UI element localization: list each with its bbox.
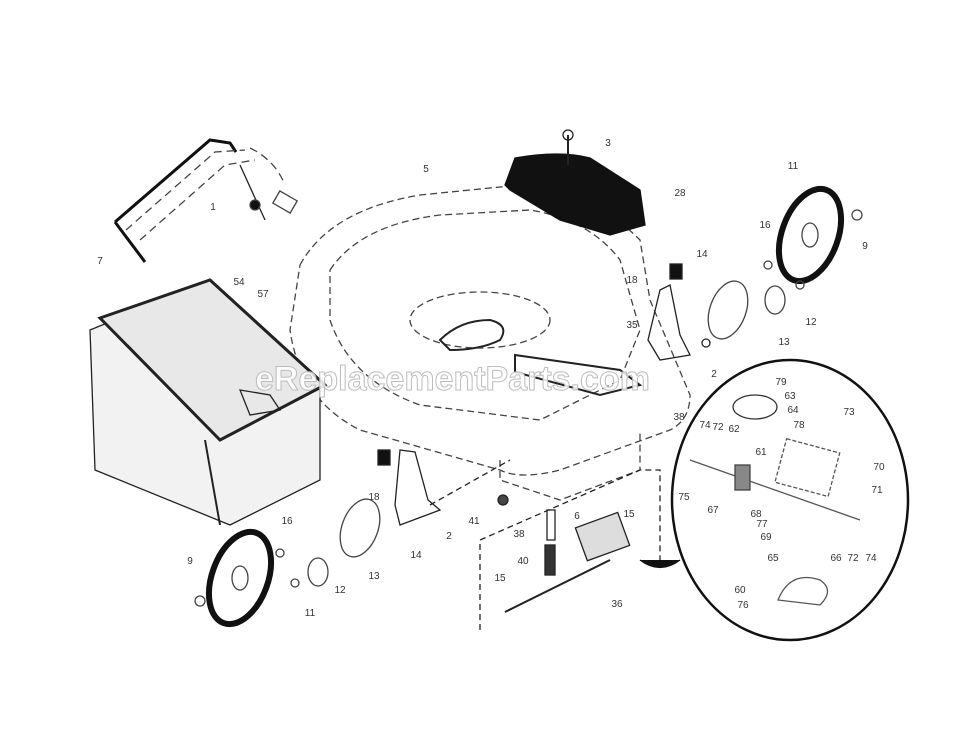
part-callout-14[interactable]: 14 bbox=[696, 249, 708, 260]
part-callout-5[interactable]: 5 bbox=[423, 164, 429, 175]
part-callout-6[interactable]: 6 bbox=[574, 511, 580, 522]
part-callout-38[interactable]: 38 bbox=[513, 529, 525, 540]
part-callout-57[interactable]: 57 bbox=[257, 289, 269, 300]
rear-deflector bbox=[504, 129, 646, 236]
part-callout-15[interactable]: 15 bbox=[494, 573, 506, 584]
part-callout-2[interactable]: 2 bbox=[446, 531, 452, 542]
part-callout-75[interactable]: 75 bbox=[678, 492, 690, 503]
left-wheel bbox=[194, 498, 381, 628]
part-callout-64[interactable]: 64 bbox=[787, 405, 799, 416]
part-callout-1[interactable]: 1 bbox=[210, 202, 216, 213]
part-callout-9[interactable]: 9 bbox=[187, 556, 193, 567]
part-callout-71[interactable]: 71 bbox=[871, 485, 883, 496]
part-callout-74[interactable]: 74 bbox=[865, 553, 877, 564]
part-callout-35[interactable]: 35 bbox=[626, 320, 638, 331]
transmission-detail-inset bbox=[639, 358, 910, 642]
part-callout-70[interactable]: 70 bbox=[873, 462, 885, 473]
part-callout-69[interactable]: 69 bbox=[760, 532, 772, 543]
part-callout-41[interactable]: 41 bbox=[468, 516, 480, 527]
part-callout-38[interactable]: 38 bbox=[673, 412, 685, 423]
part-callout-40[interactable]: 40 bbox=[517, 556, 529, 567]
part-callout-63[interactable]: 63 bbox=[784, 391, 796, 402]
part-callout-3[interactable]: 3 bbox=[605, 138, 611, 149]
grass-bag bbox=[89, 278, 328, 526]
right-wheel bbox=[707, 185, 863, 340]
part-callout-79[interactable]: 79 bbox=[775, 377, 787, 388]
part-callout-28[interactable]: 28 bbox=[674, 188, 686, 199]
part-callout-18[interactable]: 18 bbox=[368, 492, 380, 503]
part-callout-68[interactable]: 68 bbox=[750, 509, 762, 520]
part-callout-9[interactable]: 9 bbox=[862, 241, 868, 252]
part-callout-62[interactable]: 62 bbox=[728, 424, 740, 435]
part-callout-78[interactable]: 78 bbox=[793, 420, 805, 431]
part-callout-16[interactable]: 16 bbox=[281, 516, 293, 527]
part-callout-72[interactable]: 72 bbox=[712, 422, 724, 433]
part-callout-61[interactable]: 61 bbox=[755, 447, 767, 458]
mower-deck bbox=[289, 184, 691, 501]
part-callout-36[interactable]: 36 bbox=[611, 599, 623, 610]
part-callout-11[interactable]: 11 bbox=[304, 608, 316, 619]
part-callout-77[interactable]: 77 bbox=[756, 519, 768, 530]
part-callout-74[interactable]: 74 bbox=[699, 420, 711, 431]
part-callout-72[interactable]: 72 bbox=[847, 553, 859, 564]
part-callout-7[interactable]: 7 bbox=[97, 256, 103, 267]
part-callout-73[interactable]: 73 bbox=[843, 407, 855, 418]
drive-assembly bbox=[479, 469, 661, 630]
part-callout-54[interactable]: 54 bbox=[233, 277, 245, 288]
part-callout-15[interactable]: 15 bbox=[623, 509, 635, 520]
part-callout-12[interactable]: 12 bbox=[334, 585, 346, 596]
part-callout-67[interactable]: 67 bbox=[707, 505, 719, 516]
part-callout-14[interactable]: 14 bbox=[410, 550, 422, 561]
blade bbox=[438, 318, 643, 397]
part-callout-76[interactable]: 76 bbox=[737, 600, 749, 611]
part-callout-66[interactable]: 66 bbox=[830, 553, 842, 564]
part-callout-65[interactable]: 65 bbox=[767, 553, 779, 564]
left-height-adjuster bbox=[377, 449, 511, 526]
part-callout-13[interactable]: 13 bbox=[368, 571, 380, 582]
right-height-adjuster bbox=[647, 263, 711, 361]
bail-handle bbox=[113, 138, 299, 263]
part-callout-12[interactable]: 12 bbox=[805, 317, 817, 328]
part-callout-18[interactable]: 18 bbox=[626, 275, 638, 286]
part-callout-13[interactable]: 13 bbox=[778, 337, 790, 348]
part-callout-16[interactable]: 16 bbox=[759, 220, 771, 231]
part-callout-60[interactable]: 60 bbox=[734, 585, 746, 596]
part-callout-2[interactable]: 2 bbox=[711, 369, 717, 380]
part-callout-11[interactable]: 11 bbox=[787, 161, 799, 172]
